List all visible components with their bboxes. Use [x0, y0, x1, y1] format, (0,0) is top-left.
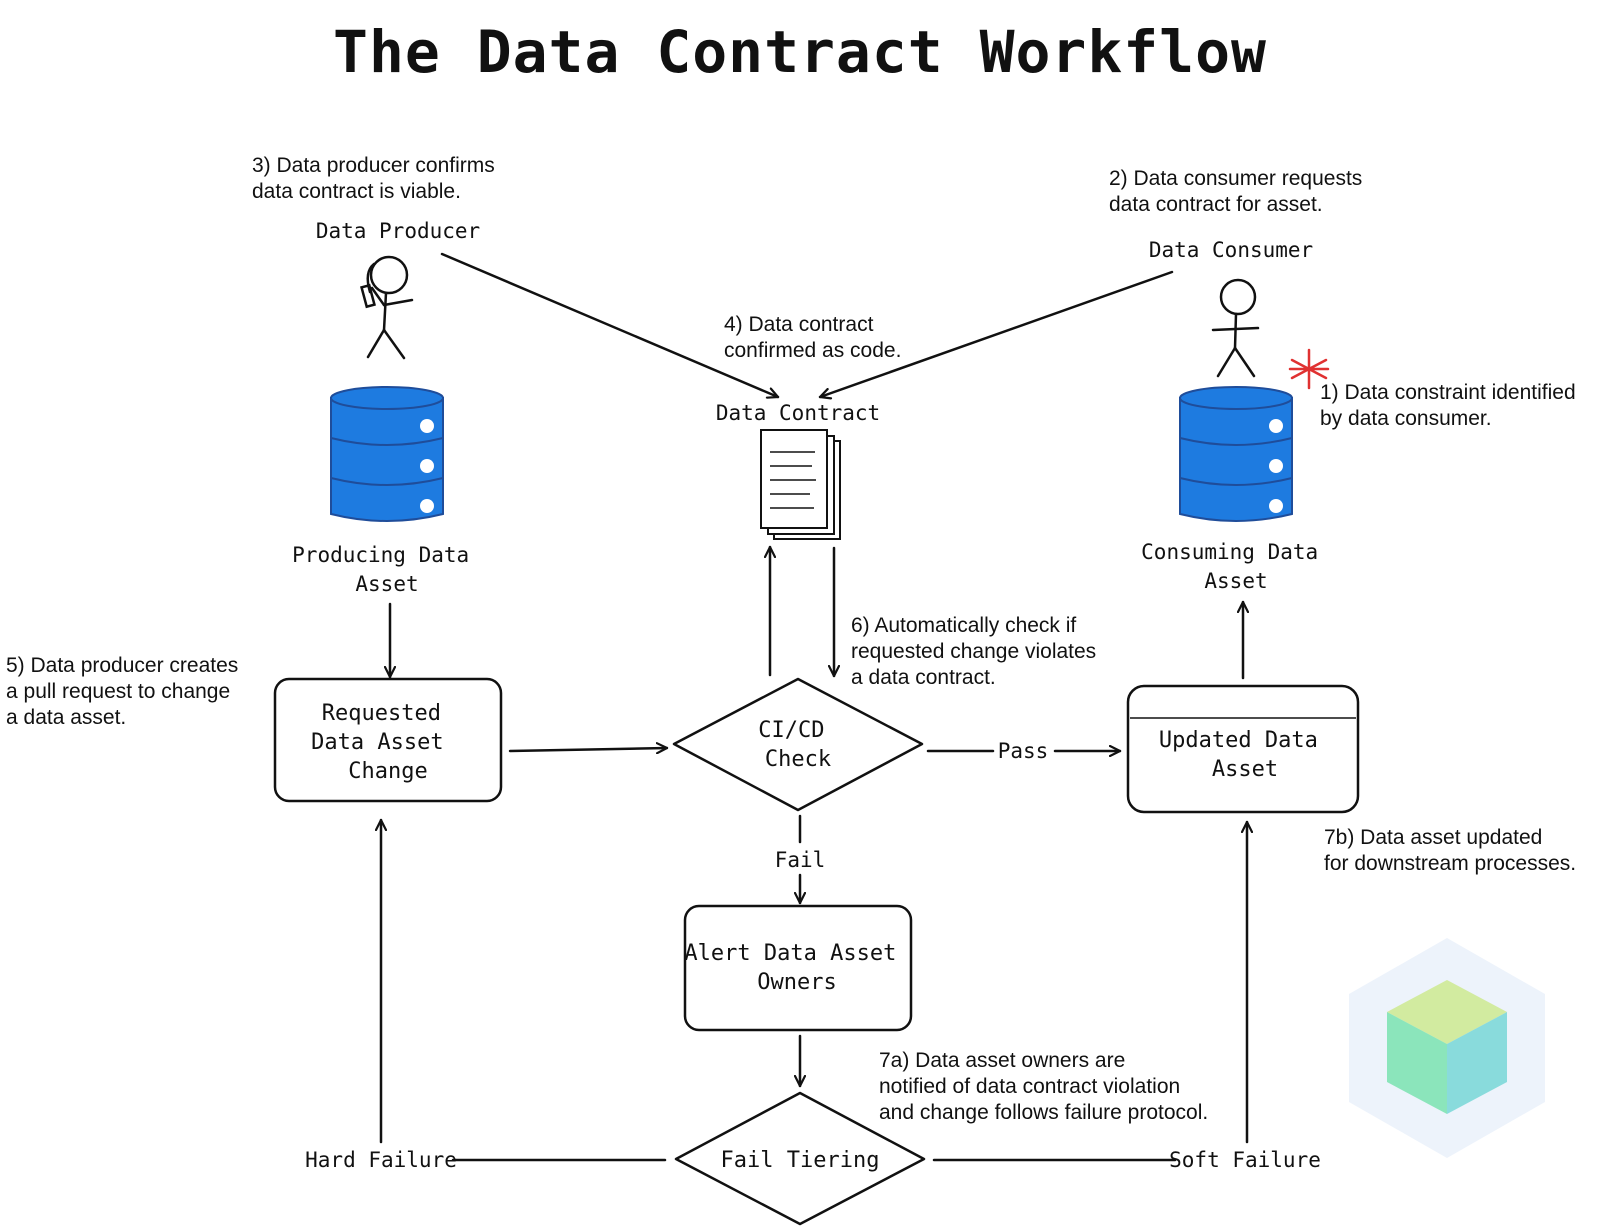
requested-change-box: [273, 677, 503, 803]
note-step4: 4) Data contract confirmed as code.: [724, 313, 901, 362]
cicd-check-label: CI/CD Check: [758, 718, 837, 772]
connectors: [381, 252, 1247, 1162]
consumer-figure-icon: [1211, 278, 1260, 378]
pass-label: Pass: [998, 739, 1049, 763]
alert-owners-box: [683, 904, 913, 1032]
cube-logo-icon: [1349, 938, 1545, 1158]
hard-failure-label: Hard Failure: [305, 1148, 457, 1172]
note-step7b: 7b) Data asset updated for downstream pr…: [1324, 826, 1576, 875]
requested-change-label: Requested Data Asset Change: [311, 701, 457, 784]
updated-asset-label: Updated Data Asset: [1159, 728, 1331, 782]
data-contract-label: Data Contract: [716, 401, 880, 425]
fail-tiering-label: Fail Tiering: [721, 1148, 880, 1173]
fail-label: Fail: [775, 848, 826, 872]
note-step2: 2) Data consumer requests data contract …: [1109, 167, 1368, 216]
diagram-title: The Data Contract Workflow: [333, 18, 1267, 86]
data-consumer-label: Data Consumer: [1149, 238, 1313, 262]
soft-failure-label: Soft Failure: [1169, 1148, 1321, 1172]
constraint-star-icon: [1288, 348, 1330, 390]
note-step6: 6) Automatically check if requested chan…: [851, 614, 1102, 689]
note-step5: 5) Data producer creates a pull request …: [6, 654, 244, 729]
producer-figure-icon: [360, 255, 414, 360]
cicd-check-diamond: [672, 677, 924, 812]
note-step7a: 7a) Data asset owners are notified of da…: [879, 1049, 1208, 1124]
note-step1: 1) Data constraint identified by data co…: [1320, 381, 1581, 430]
document-stack-icon: [760, 429, 841, 540]
alert-owners-label: Alert Data Asset Owners: [684, 941, 909, 995]
fail-tiering-diamond: [674, 1091, 926, 1226]
data-producer-label: Data Producer: [316, 219, 480, 243]
producing-database-icon: [330, 386, 444, 522]
consuming-database-icon: [1179, 386, 1293, 522]
consuming-asset-label: Consuming Data Asset: [1141, 540, 1331, 593]
note-step3: 3) Data producer confirms data contract …: [252, 154, 501, 203]
producing-asset-label: Producing Data Asset: [292, 543, 482, 596]
